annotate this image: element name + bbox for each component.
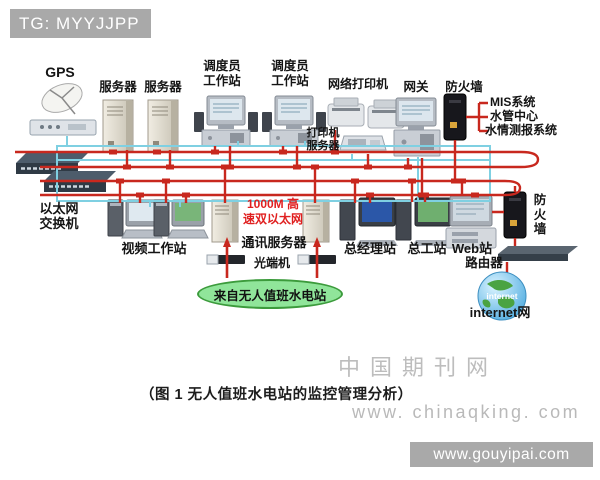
label-water-center: 水管中心 [490,109,539,123]
site-watermark: www. chinaqking. com [352,402,581,422]
network-printer-1-icon [327,97,365,127]
gouyipai-watermark-bar: www.gouyipai.com [410,442,593,467]
label-gps: GPS [45,64,75,80]
cyan-links [56,136,491,207]
label-optical-terminal: 光端机 [253,256,290,270]
label-ethernet-switch: 以太网 交换机 [39,201,79,232]
label-gateway: 网关 [403,80,429,94]
internet-globe-icon: internet [477,271,527,321]
bus-connector-nodes [109,149,479,198]
chief-screen-green [418,201,448,222]
label-server-2: 服务器 [144,80,182,94]
label-printer-server: 打印机 服务器 [306,127,340,152]
label-chief-station: 总工站 [407,241,447,256]
label-comm-server: 通讯服务器 [241,235,307,250]
label-firewall-top: 防火墙 [445,80,483,94]
label-ethernet-bus: 1000M 高 速双以太网 [242,197,303,226]
uplink-arrows [223,237,321,278]
gm-station-icon [339,197,399,247]
label-internet: internet网 [469,305,531,320]
label-dispatcher-ws-1: 调度员 工作站 [203,59,241,88]
firewall-right-icon [503,191,527,239]
label-hydro-report-system: 水情测报系统 [485,123,558,137]
figure-caption: （图 1 无人值班水电站的监控管理分析） [140,387,413,403]
printer-server-icon [339,135,387,151]
label-dispatcher-ws-2: 调度员 工作站 [271,59,309,88]
comm-server-1-icon [211,199,239,243]
router-icon [498,246,578,261]
dispatcher-workstation-1-icon [193,95,259,147]
label-router: 路由器 [465,256,503,270]
firewall-top-icon [443,93,467,141]
label-gm-station: 总经理站 [343,241,396,256]
label-web-station: Web站 [451,241,493,256]
globe-label: internet [486,291,517,301]
source-station-ellipse: 来自无人值班水电站 [197,279,343,309]
gps-receiver-icon [29,119,97,136]
label-source-station: 来自无人值班水电站 [213,288,327,303]
label-mis-system: MIS系统 [490,95,536,109]
ethernet-switch-1-icon [14,151,90,176]
journal-watermark: 中国期刊网 [338,355,499,380]
server-tower-1-icon [102,99,134,153]
server-tower-2-icon [147,99,179,153]
gps-antenna-icon [41,83,83,115]
label-firewall-right: 防 火 墙 [533,193,547,236]
label-network-printer: 网络打印机 [327,77,388,91]
video-screen-green [175,203,201,221]
tag-watermark-bar: TG: MYYJJPP [10,9,151,38]
label-video-workstation: 视频工作站 [121,241,187,256]
label-server-1: 服务器 [99,80,137,94]
